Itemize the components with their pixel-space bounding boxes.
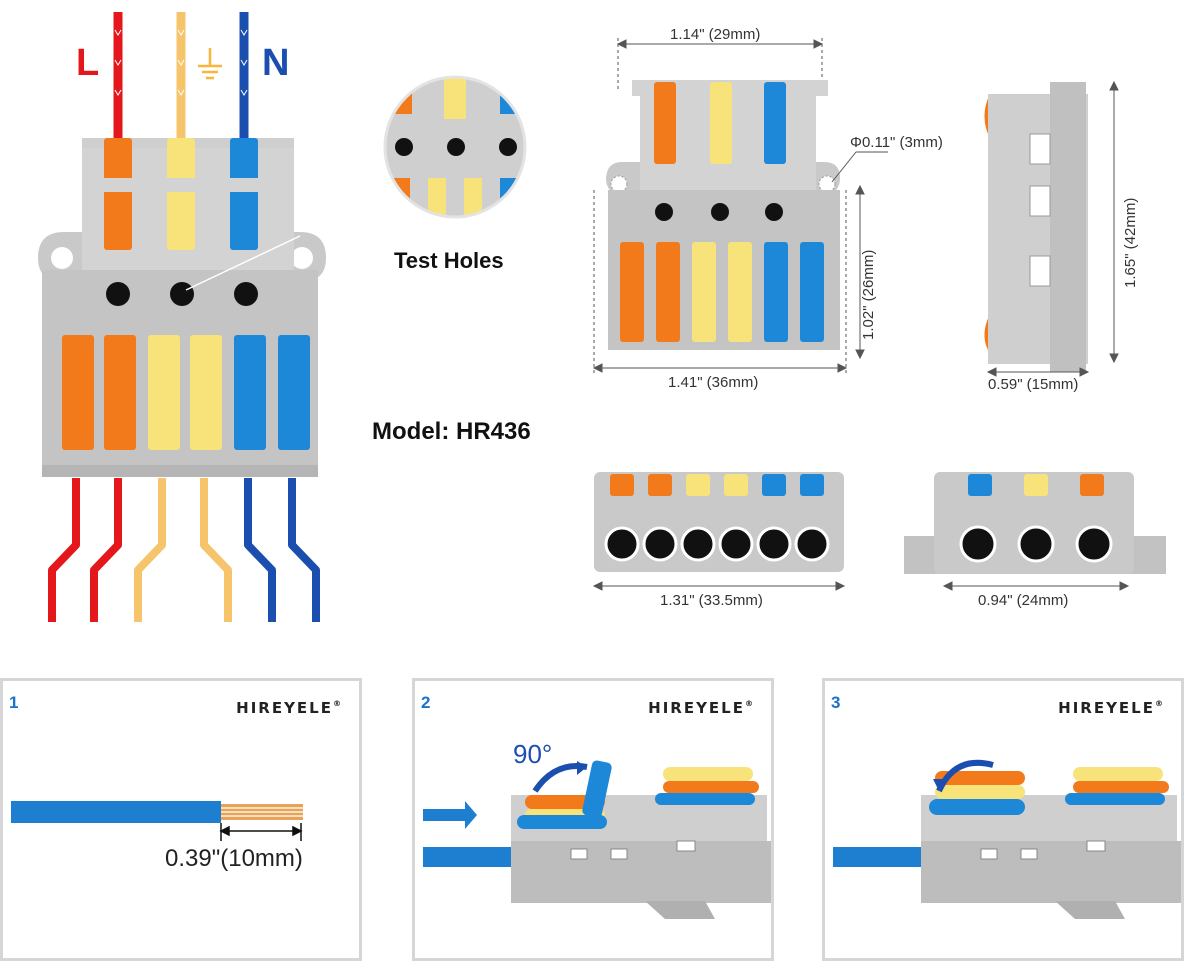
brand-logo: HIREYELE®: [1058, 699, 1163, 717]
step-number: 1: [9, 693, 19, 712]
body-height-dimension: 1.02" (26mm): [860, 249, 877, 340]
earth-icon: [198, 48, 222, 80]
neutral-label: N: [262, 42, 290, 84]
top-width-dimension: 1.14" (29mm): [670, 26, 761, 43]
bottom-levers: [62, 335, 310, 450]
hole-diameter-dimension: Φ0.11" (3mm): [850, 134, 943, 151]
step3-illustration: [833, 759, 1181, 919]
bottom-view-three-port: [904, 472, 1166, 591]
step-panel-1: 1 HIREYELE® 0.39"(10mm): [0, 678, 362, 961]
wiring-diagram: [38, 12, 326, 622]
brand-name: HIREYELE: [648, 699, 745, 717]
test-holes: [106, 282, 258, 306]
angle-label: 90°: [513, 739, 553, 769]
test-holes-zoom: [383, 75, 527, 219]
step-number: 3: [831, 693, 841, 712]
brand-logo: HIREYELE®: [648, 699, 753, 717]
front-width-dimension: 1.41" (36mm): [668, 374, 759, 391]
brand-logo: HIREYELE®: [236, 699, 341, 717]
bottom-width-three-dimension: 0.94" (24mm): [978, 592, 1069, 609]
output-wires: [48, 478, 320, 622]
step-panel-3: 3 HIREYELE®: [822, 678, 1184, 961]
input-wires: [113, 12, 249, 140]
stripped-wire: [11, 801, 303, 823]
brand-name: HIREYELE: [236, 699, 333, 717]
brand-name: HIREYELE: [1058, 699, 1155, 717]
side-depth-dimension: 0.59" (15mm): [988, 376, 1079, 393]
step-number: 2: [421, 693, 431, 712]
model-label: Model: HR436: [372, 418, 531, 445]
strip-length-label: 0.39"(10mm): [165, 845, 303, 872]
test-holes-label: Test Holes: [394, 248, 504, 273]
bottom-view-six-port: [592, 472, 846, 591]
side-view: [984, 80, 1119, 377]
top-levers: [96, 138, 266, 250]
step-panel-2: 2 HIREYELE® 90°: [412, 678, 774, 961]
strip-length-arrow: [219, 823, 303, 841]
side-height-dimension: 1.65" (42mm): [1122, 197, 1139, 288]
line-label: L: [76, 42, 100, 84]
test-hole-pointer: [185, 235, 301, 291]
step2-illustration: [423, 760, 771, 919]
bottom-width-six-dimension: 1.31" (33.5mm): [660, 592, 763, 609]
front-view: [592, 38, 888, 375]
